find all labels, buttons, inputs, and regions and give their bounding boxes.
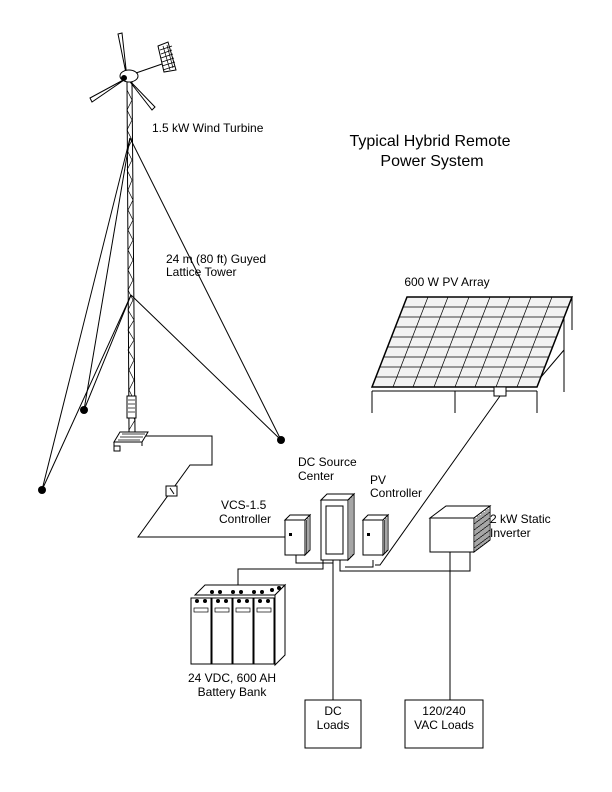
title-line-2: Power System: [380, 153, 483, 170]
wire-pv-to-controller: [375, 395, 501, 566]
wire-dc-center-to-inverter: [339, 552, 471, 572]
tower-base-section: [126, 395, 137, 419]
guy-wires: [38, 137, 285, 494]
diagram-title: Typical Hybrid Remote Power System: [350, 133, 511, 170]
wiring: [137, 395, 501, 700]
label-vcs-line-1: VCS-1.5: [221, 498, 267, 512]
guy-wire-lower-left: [41, 294, 132, 491]
guy-anchor-left: [38, 486, 46, 494]
label-vac-loads-line-1: 120/240: [422, 704, 466, 718]
pv-controller: [361, 513, 390, 557]
battery-cell-3: [232, 597, 254, 665]
turbine-blade-left: [89, 77, 128, 103]
label-dc-loads-line-2: Loads: [317, 718, 350, 732]
label-battery-line-2: Battery Bank: [198, 685, 268, 699]
battery-cell-2: [211, 597, 233, 665]
label-dc-center-line-1: DC Source: [298, 455, 357, 469]
tower-junction-box: [113, 445, 121, 452]
guy-wire-lower-mid: [83, 294, 132, 411]
wire-pvc-to-dc-center: [345, 560, 374, 568]
pv-array: [370, 296, 574, 413]
battery-bank: [190, 583, 287, 667]
turbine-tail-vane: [157, 41, 177, 73]
static-inverter: [428, 505, 492, 553]
guy-anchor-mid: [80, 406, 88, 414]
labels: 1.5 kW Wind Turbine 24 m (80 ft) Guyed L…: [152, 121, 551, 732]
dc-loads-box: [304, 699, 362, 749]
label-wind-turbine: 1.5 kW Wind Turbine: [152, 121, 264, 135]
label-battery-line-1: 24 VDC, 600 AH: [188, 671, 276, 685]
title-line-1: Typical Hybrid Remote: [350, 133, 511, 150]
label-dc-loads-line-1: DC: [324, 704, 342, 718]
dc-source-center: [319, 492, 356, 562]
label-pv-array: 600 W PV Array: [404, 275, 489, 289]
vcs-controller: [283, 513, 312, 557]
label-inverter-line-2: Inverter: [490, 526, 531, 540]
wire-dc-center-to-battery: [237, 560, 324, 585]
label-inverter-line-1: 2 kW Static: [490, 512, 551, 526]
guy-wire-upper-right: [129, 137, 282, 441]
label-dc-center-line-2: Center: [298, 469, 334, 483]
label-tower-line-2: Lattice Tower: [166, 265, 236, 279]
battery-cell-4: [253, 597, 275, 665]
label-pv-controller-line-2: Controller: [370, 486, 422, 500]
label-tower-line-1: 24 m (80 ft) Guyed: [166, 252, 266, 266]
vac-loads-box: [404, 699, 484, 749]
pv-panel-grid: [376, 296, 568, 388]
guy-wire-lower-right: [130, 294, 282, 441]
turbine-hub: [121, 75, 127, 81]
wind-turbine: [89, 32, 177, 111]
label-vac-loads-line-2: VAC Loads: [414, 718, 474, 732]
guy-wire-upper-left: [41, 137, 131, 491]
turbine-blade-top: [117, 32, 128, 79]
label-pv-controller-line-1: PV: [370, 473, 386, 487]
turbine-blade-right: [126, 77, 156, 111]
lattice-tower: [113, 81, 149, 452]
wire-vcs-to-dc-center: [295, 555, 333, 564]
turbine-tail-boom: [135, 63, 163, 74]
pv-panel-surface: [370, 296, 574, 388]
guy-anchor-right: [277, 436, 285, 444]
guy-wire-upper-mid: [83, 137, 131, 411]
label-vcs-line-2: Controller: [219, 512, 271, 526]
pv-junction-box: [493, 386, 507, 397]
battery-cell-1: [190, 597, 212, 665]
inverter-heatsink: [473, 509, 491, 550]
wire-tower-to-vcs: [137, 435, 285, 538]
